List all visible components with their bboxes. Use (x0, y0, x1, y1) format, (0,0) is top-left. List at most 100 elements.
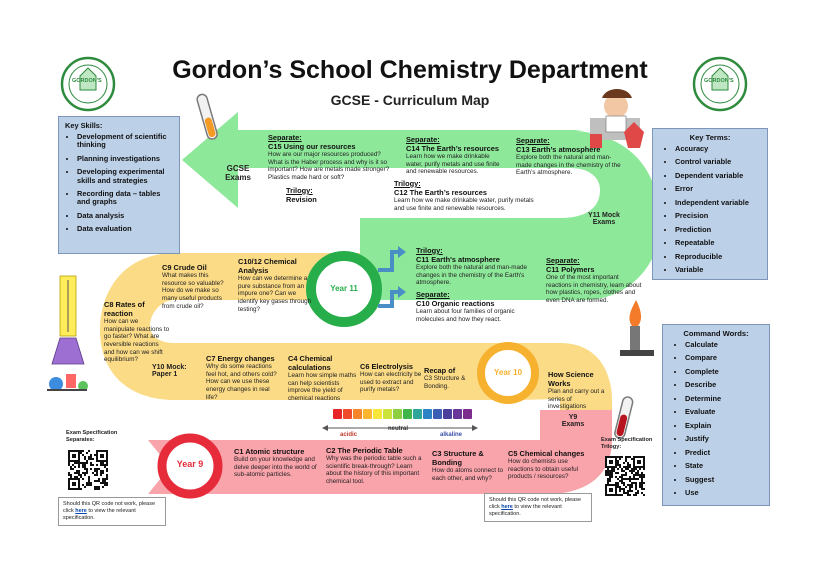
spec-separates-label: Exam Specification Separates: (66, 430, 118, 443)
command-word-item: Complete (685, 367, 763, 376)
ph-acidic-label: acidic (340, 432, 358, 438)
branch-arrow-up-head (398, 246, 406, 258)
topic-c15: Separate: C15 Using our resources How ar… (268, 133, 390, 182)
key-terms-heading: Key Terms: (689, 133, 731, 142)
key-skills-heading: Key Skills: (65, 121, 103, 130)
topic-revision: Trilogy: Revision (286, 186, 317, 205)
topic-c9: C9 Crude Oil What makes this resource so… (162, 263, 224, 310)
year-11-ring (306, 251, 382, 327)
key-skill-item: Planning investigations (77, 154, 173, 163)
key-term-item: Control variable (675, 158, 761, 167)
ph-swatch (443, 409, 452, 419)
topic-recap: Recap of C3 Structure & Bonding. (424, 366, 466, 390)
topic-c14: Separate: C14 The Earth’s resources Lear… (406, 135, 500, 176)
logo-text-right: GORDON'S (704, 78, 734, 84)
spec-link-trilogy[interactable]: here (501, 504, 513, 511)
topic-c8: C8 Rates of reaction How can we manipula… (104, 300, 170, 364)
ph-alkaline-label: alkaline (440, 432, 463, 438)
key-skill-item: Development of scientific thinking (77, 132, 173, 150)
key-term-item: Repeatable (675, 238, 761, 247)
topic-how-science-works: How Science Works Plan and carry out a s… (548, 370, 605, 411)
test-tube-red-icon (614, 396, 634, 439)
key-skill-item: Recording data – tables and graphs (77, 189, 173, 207)
topic-c2: C2 The Periodic Table Why was the period… (326, 446, 422, 486)
scientist-icon (590, 89, 644, 148)
burette-flask-icon (51, 275, 85, 365)
key-skill-item: Data evaluation (77, 224, 173, 233)
ph-scale (333, 409, 473, 419)
spec-trilogy-label: Exam Specification Trilogy: (601, 437, 653, 450)
y10-mock-label: Y10 Mock: Paper 1 (152, 364, 187, 378)
command-word-item: Determine (685, 394, 763, 403)
green-road-main (182, 112, 660, 300)
key-term-item: Precision (675, 212, 761, 221)
command-word-item: Calculate (685, 340, 763, 349)
bunsen-burner-icon (620, 300, 654, 356)
key-skill-item: Data analysis (77, 211, 173, 220)
key-term-item: Error (675, 185, 761, 194)
year-10-label: Year 10 (493, 368, 523, 377)
branch-arrow-up (378, 250, 398, 272)
command-word-item: Evaluate (685, 408, 763, 417)
topic-c3: C3 Structure & Bonding How do atoms conn… (432, 449, 504, 482)
gcse-exams-label: GCSE Exams (225, 164, 251, 182)
command-words-panel: Command Words: Calculate Compare Complet… (662, 324, 770, 506)
command-words-heading: Command Words: (683, 329, 749, 338)
ph-swatch (393, 409, 402, 419)
ph-neutral-label: neutral (388, 426, 409, 432)
branch-arrow-down (378, 290, 398, 308)
ph-swatch (373, 409, 382, 419)
year-9-ring (157, 433, 223, 499)
command-word-item: Explain (685, 421, 763, 430)
ph-swatch (363, 409, 372, 419)
y9-exams-label: Y9 Exams (561, 414, 585, 428)
ph-arrow (322, 425, 478, 431)
qr-note-left: Should this QR code not work, please cli… (58, 497, 166, 527)
qr-code-trilogy[interactable] (605, 456, 645, 496)
ph-swatch (423, 409, 432, 419)
key-skill-item: Developing experimental skills and strat… (77, 168, 173, 185)
logo-text-left: GORDON'S (72, 78, 102, 84)
key-term-item: Independent variable (675, 198, 761, 207)
topic-c11-atmosphere: Trilogy: C11 Earth's atmosphere Explore … (416, 246, 527, 287)
y11-mock-label: Y11 Mock Exams (588, 212, 620, 226)
branch-arrow-down-head (398, 286, 406, 298)
ph-swatch (413, 409, 422, 419)
topic-c5: C5 Chemical changes How do chemists use … (508, 449, 585, 481)
command-word-item: Use (685, 488, 763, 497)
topic-c10-12: C10/12 Chemical Analysis How can we dete… (238, 257, 312, 313)
topic-c12: Trilogy: C12 The Earth’s resources Learn… (394, 179, 534, 212)
key-terms-panel: Key Terms: Accuracy Control variable Dep… (652, 128, 768, 280)
command-word-item: Compare (685, 354, 763, 363)
key-term-item: Accuracy (675, 144, 761, 153)
lab-glassware-icon (47, 374, 88, 391)
command-word-item: Suggest (685, 475, 763, 484)
command-word-item: Predict (685, 448, 763, 457)
ph-swatch (403, 409, 412, 419)
qr-code-separates[interactable] (68, 450, 108, 490)
year-11-label: Year 11 (330, 284, 358, 293)
pink-road (148, 410, 612, 494)
spec-link-separates[interactable]: here (75, 508, 87, 515)
command-word-item: State (685, 461, 763, 470)
key-term-item: Dependent variable (675, 171, 761, 180)
key-term-item: Reproducible (675, 252, 761, 261)
ph-swatch (463, 409, 472, 419)
school-logo-right (692, 56, 748, 112)
ph-swatch (433, 409, 442, 419)
topic-c6: C6 Electrolysis How can electricity be u… (360, 362, 422, 394)
key-skills-panel: Key Skills: Development of scientific th… (58, 116, 180, 254)
ph-swatch (333, 409, 342, 419)
year-10-ring (477, 342, 539, 404)
qr-note-right: Should this QR code not work, please cli… (484, 493, 592, 523)
topic-c1: C1 Atomic structure Build on your knowle… (234, 447, 317, 479)
topic-c10: Separate: C10 Organic reactions Learn ab… (416, 290, 515, 323)
topic-c4: C4 Chemical calculations Learn how simpl… (288, 354, 357, 403)
ph-swatch (343, 409, 352, 419)
topic-c11-polymers: Separate: C11 Polymers One of the most i… (546, 256, 642, 305)
test-tube-icon (196, 93, 218, 140)
command-word-item: Justify (685, 434, 763, 443)
ph-swatch (353, 409, 362, 419)
